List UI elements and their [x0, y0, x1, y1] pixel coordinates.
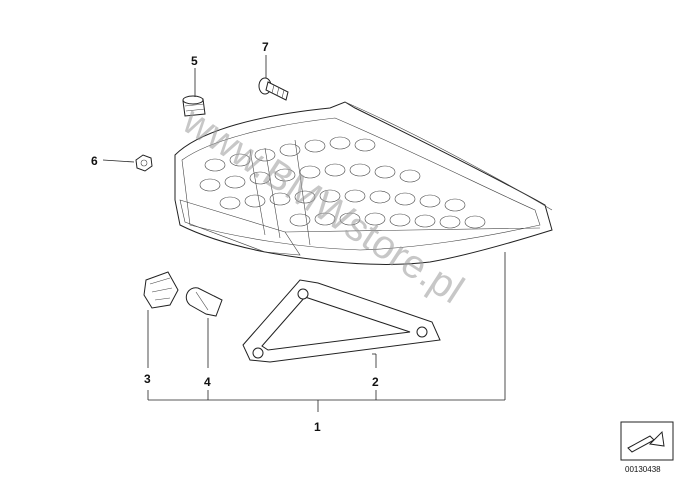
bulb-socket-part — [143, 271, 179, 309]
callout-4: 4 — [204, 375, 211, 389]
reference-number: 00130438 — [625, 465, 661, 474]
reference-box: 00130438 — [620, 421, 674, 474]
callout-7: 7 — [262, 40, 269, 54]
grommet-part — [182, 95, 206, 117]
callout-2: 2 — [372, 375, 379, 389]
diagram-arrow-icon — [627, 430, 665, 453]
callout-5: 5 — [191, 54, 198, 68]
bolt-part — [258, 77, 289, 101]
lens-pattern — [199, 136, 486, 246]
callout-6: 6 — [91, 154, 98, 168]
bulb-part — [185, 287, 223, 317]
callout-labels: 1 2 3 4 5 6 7 — [91, 40, 379, 434]
callout-1: 1 — [314, 420, 321, 434]
tail-light-assembly — [174, 101, 553, 265]
callout-3: 3 — [144, 372, 151, 386]
leader-lines — [102, 55, 506, 412]
nut-part — [135, 154, 153, 172]
gasket-part — [242, 279, 441, 363]
